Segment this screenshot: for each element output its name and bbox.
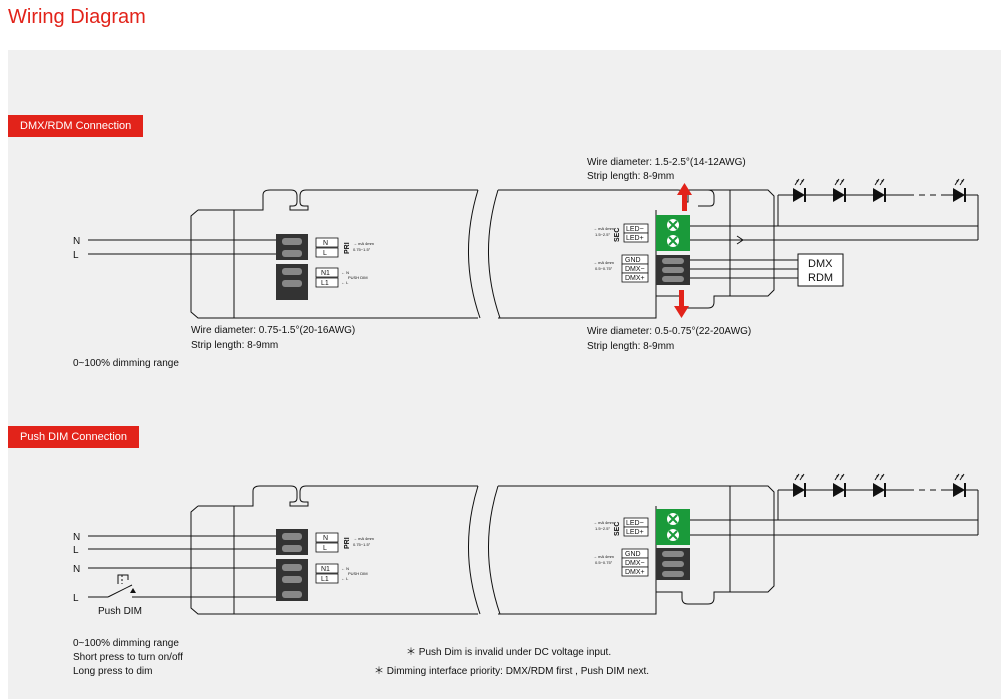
push-gnd: GND	[625, 551, 641, 558]
dmx-sec-terminal: LED− LED+ SEC → mA 4mm 1.5~2.5°	[593, 215, 690, 251]
push-led-3	[872, 473, 886, 498]
dmx-pri-tag: PRI	[344, 242, 351, 254]
dmx-pri-note-1: → mA 4mm	[353, 241, 375, 246]
dmx-dmx-minus: DMX−	[625, 266, 645, 273]
dmx-pri-l: L	[323, 250, 327, 257]
push-note-1: 0~100% dimming range	[73, 638, 179, 649]
push-sec-tag: SEC	[614, 522, 621, 536]
push-note-3: Long press to dim	[73, 666, 153, 677]
push-l1: L1	[321, 576, 329, 583]
dmx-arrow-up	[677, 183, 692, 211]
section-tag-push-dim: Push DIM Connection	[8, 426, 139, 448]
push-signal-note-2: 0.5~0.75°	[595, 560, 613, 565]
dmx-pri-n: N	[323, 240, 328, 247]
push-signal-note-1: → mA 4mm	[593, 554, 615, 559]
dmx-led-plus: LED+	[626, 235, 644, 242]
push-led-1	[792, 473, 806, 498]
push-pri-terminal: N L PRI → mA 4mm 0.75~1.5°	[276, 529, 375, 555]
push-dim-terminal: N1 L1 ← N PUSH DIM ← L	[276, 559, 368, 601]
push-input-label-n2: N	[73, 564, 80, 575]
page-title: Wiring Diagram	[8, 6, 146, 28]
push-led-minus: LED−	[626, 520, 644, 527]
footnote-2: ＊ Dimming interface priority: DMX/RDM fi…	[374, 666, 649, 677]
push-n1: N1	[321, 566, 330, 573]
dmx-push-note-1: ← N	[341, 270, 349, 275]
push-pri-n: N	[323, 535, 328, 542]
dmx-box-line1: DMX	[808, 258, 833, 270]
footnote-1: ＊ Push Dim is invalid under DC voltage i…	[406, 647, 611, 658]
push-input-label-n1: N	[73, 532, 80, 543]
push-dmx-minus: DMX−	[625, 560, 645, 567]
dmx-push-note-3: ← L	[341, 280, 349, 285]
dmx-arrow-down	[674, 290, 689, 318]
dmx-led-minus: LED−	[626, 226, 644, 233]
dmx-signal-terminal: GND DMX− DMX+ → mA 4mm 0.5~0.75°	[593, 254, 690, 285]
dmx-dmx-plus: DMX+	[625, 275, 645, 282]
dmx-sec-tag: SEC	[614, 228, 621, 242]
push-signal-terminal: GND DMX− DMX+ → mA 4mm 0.5~0.75°	[593, 548, 690, 580]
push-led-4	[952, 473, 966, 498]
push-dim-switch	[117, 574, 136, 593]
push-pri-note-2: 0.75~1.5°	[353, 542, 371, 547]
push-section-diagram: N L N L Push DIM N	[73, 473, 979, 677]
push-dim-note-2: PUSH DIM	[348, 571, 368, 576]
dmx-push-note-2: PUSH DIM	[348, 275, 368, 280]
dmx-led-2	[832, 178, 846, 203]
push-pri-note-1: → mA 4mm	[353, 536, 375, 541]
push-input-label-l1: L	[73, 545, 79, 556]
dmx-input-label-n: N	[73, 236, 80, 247]
push-dmx-plus: DMX+	[625, 569, 645, 576]
push-note-2: Short press to turn on/off	[73, 652, 183, 663]
dmx-wire-bottom-line2: Strip length: 8-9mm	[587, 341, 674, 352]
dmx-pri-terminal: N L PRI → mA 4mm 0.75~1.5°	[276, 234, 375, 260]
dmx-wire-top-line1: Wire diameter: 1.5-2.5°(14-12AWG)	[587, 157, 746, 168]
push-led-plus: LED+	[626, 529, 644, 536]
dmx-sec-note-2: 1.5~2.5°	[595, 232, 610, 237]
dmx-gnd: GND	[625, 257, 641, 264]
push-pri-l: L	[323, 545, 327, 552]
push-dim-note-3: ← L	[341, 576, 349, 581]
section-tag-dmx: DMX/RDM Connection	[8, 115, 144, 137]
push-dim-note-1: ← N	[341, 566, 349, 571]
diagram-panel: DMX/RDM Connection Push DIM Connection	[8, 50, 1001, 699]
dmx-dimming-range: 0~100% dimming range	[73, 358, 179, 369]
dmx-push-l1: L1	[321, 280, 329, 287]
dmx-wire-top-line2: Strip length: 8-9mm	[587, 171, 674, 182]
dmx-box-line2: RDM	[808, 272, 833, 284]
push-pri-tag: PRI	[344, 537, 351, 549]
dmx-sec-note-1: → mA 4mm	[593, 226, 615, 231]
dmx-led-4	[952, 178, 966, 203]
dmx-push-n1: N1	[321, 270, 330, 277]
push-sec-note-2: 1.5~2.5°	[595, 526, 610, 531]
dmx-controller-box	[797, 253, 844, 287]
dmx-wire-bottom-line1: Wire diameter: 0.5-0.75°(22-20AWG)	[587, 326, 751, 337]
dmx-led-3	[872, 178, 886, 203]
dmx-wire-left-line2: Strip length: 8-9mm	[191, 340, 278, 351]
dmx-signal-note-1: → mA 4mm	[593, 260, 615, 265]
push-led-2	[832, 473, 846, 498]
dmx-wire-left-line1: Wire diameter: 0.75-1.5°(20-16AWG)	[191, 325, 355, 336]
dmx-pri-note-2: 0.75~1.5°	[353, 247, 371, 252]
push-input-label-l2: L	[73, 593, 79, 604]
dmx-signal-note-2: 0.5~0.75°	[595, 266, 613, 271]
dmx-section-diagram: N L N L PRI → mA 4mm 0.75~1.5°	[73, 157, 979, 369]
push-sec-note-1: → mA 4mm	[593, 520, 615, 525]
dmx-input-label-l: L	[73, 250, 79, 261]
dmx-led-1	[792, 178, 806, 203]
push-sec-terminal: LED− LED+ SEC → mA 4mm 1.5~2.5°	[593, 509, 690, 545]
dmx-push-terminal: N1 L1 ← N PUSH DIM ← L	[276, 264, 368, 300]
push-switch-label: Push DIM	[98, 606, 142, 617]
